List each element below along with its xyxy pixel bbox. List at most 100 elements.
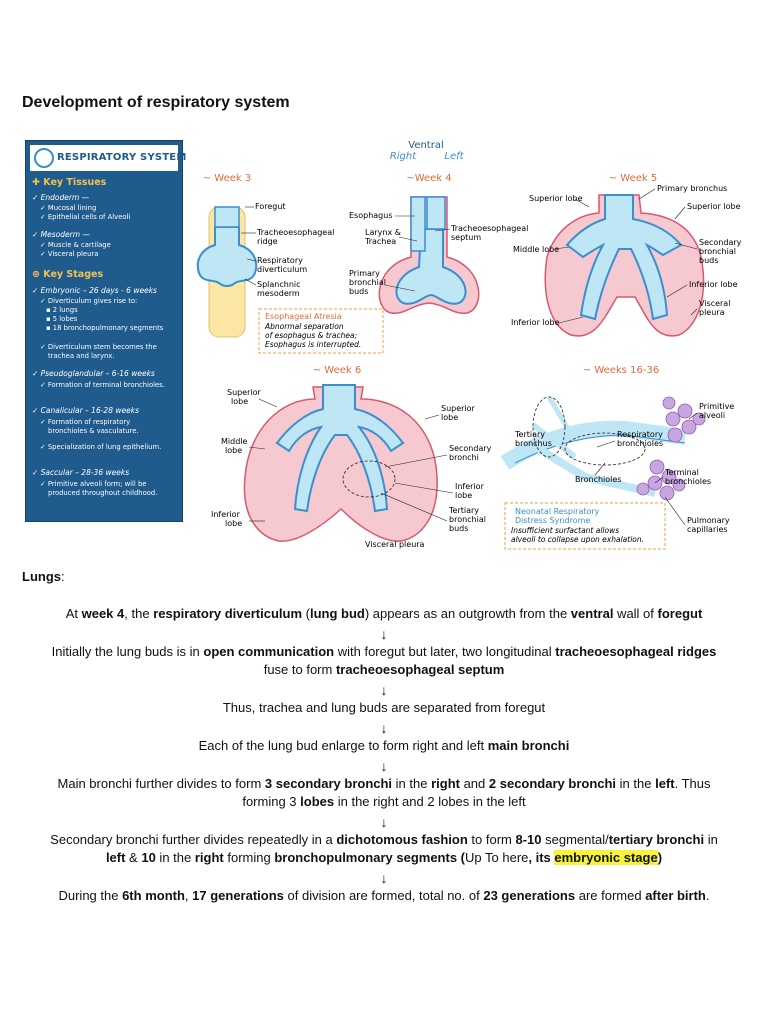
embryonic-stage-highlight: embryonic stage <box>554 850 658 865</box>
mesoderm-label: ✓ Mesoderm — <box>32 230 90 239</box>
paragraph-4: Each of the lung bud enlarge to form rig… <box>198 738 570 753</box>
week6-label: bronchial <box>449 515 486 524</box>
week16-label: bronchioles <box>617 439 663 448</box>
week6-label: Superior <box>227 388 262 397</box>
week16-title: ~ Weeks 16-36 <box>583 365 659 376</box>
week4-label: Primary <box>349 269 380 278</box>
stage-item: trachea and larynx. <box>48 352 115 360</box>
development-diagram: Ventral Right Left ~ Week 3 Foregut Trac… <box>196 140 742 550</box>
week4-label: buds <box>349 287 368 296</box>
respiratory-sidebar: RESPIRATORY SYSTEM ✚ Key Tissues ✓ Endod… <box>25 140 186 522</box>
lungs-label: Lungs: <box>22 569 65 584</box>
week6-label: lobe <box>231 397 248 406</box>
atresia-title: Esophageal Atresia <box>265 312 342 321</box>
week6-title: ~ Week 6 <box>313 365 362 376</box>
week6-label: lobe <box>455 491 472 500</box>
week16-leader-lines <box>594 412 698 526</box>
week5-label: Middle lobe <box>513 245 559 254</box>
week6-label: Superior <box>441 404 476 413</box>
week6-label: lobe <box>441 413 458 422</box>
week16-label: Bronchioles <box>575 475 621 484</box>
week5-label: Inferior lobe <box>689 280 738 289</box>
nrds-title: Distress Syndrome <box>515 516 590 525</box>
stage-embryonic: ✓ Embryonic – 26 days - 6 weeks <box>32 286 157 295</box>
stage-bullet: ▪ 18 bronchopulmonary segments <box>46 324 164 332</box>
page-title: Development of respiratory system <box>22 94 290 111</box>
flow-arrow: ↓ <box>380 758 388 774</box>
week6-label: Secondary <box>449 444 492 453</box>
stage-bullet: ▪ 2 lungs <box>46 306 78 314</box>
week6-label: Tertiary <box>448 506 479 515</box>
endoderm-label: ✓ Endoderm — <box>32 193 90 202</box>
week5-drawing <box>544 194 705 337</box>
week16-label: bronchus <box>515 439 552 448</box>
week16-label: alveoli <box>699 411 725 420</box>
paragraph-1: At week 4, the respiratory diverticulum … <box>65 606 703 621</box>
week4-label: Trachea <box>364 237 396 246</box>
week4-title: ~Week 4 <box>406 173 451 184</box>
flow-arrow: ↓ <box>380 682 388 698</box>
week3-title: ~ Week 3 <box>203 173 252 184</box>
week3-drawing <box>196 206 258 338</box>
paragraph-5: Main bronchi further divides to form 3 s… <box>57 776 711 809</box>
week4-label: Larynx & <box>365 228 401 237</box>
stage-item: bronchioles & vasculature. <box>48 427 139 435</box>
flow-arrow: ↓ <box>380 814 388 830</box>
atresia-line: Abnormal separation <box>264 322 344 331</box>
week16-label: bronchioles <box>665 477 711 486</box>
week5-title: ~ Week 5 <box>609 173 658 184</box>
week5-label: Superior lobe <box>529 194 583 203</box>
caduceus-icon <box>34 148 54 168</box>
endoderm-item: ✓ Epithelial cells of Alveoli <box>40 213 131 221</box>
week4-label: Esophagus <box>349 211 392 220</box>
ventral-label: Ventral <box>408 140 444 151</box>
mesoderm-item: ✓ Visceral pleura <box>40 250 99 258</box>
week3-label: Splanchnic <box>257 280 301 289</box>
week16-label: capillaries <box>687 525 728 534</box>
week3-label: Respiratory <box>257 256 303 265</box>
week5-label: bronchial <box>699 247 736 256</box>
esophageal-atresia-box <box>258 308 384 354</box>
week4-label: bronchial <box>349 278 386 287</box>
flow-arrow: ↓ <box>380 870 388 886</box>
week5-label: Visceral <box>699 299 730 308</box>
week5-label: Secondary <box>699 238 742 247</box>
paragraph-6: Secondary bronchi further divides repeat… <box>50 832 718 865</box>
nrds-title: Neonatal Respiratory <box>515 507 600 516</box>
week16-label: Tertiary <box>514 430 545 439</box>
key-stages-heading: ⊕ Key Stages <box>32 269 104 280</box>
week6-label: Inferior <box>211 510 241 519</box>
flow-arrow: ↓ <box>380 720 388 736</box>
stage-item: ✓ Formation of terminal bronchioles. <box>40 381 165 389</box>
week6-leader-lines <box>248 398 454 522</box>
week4-label: Tracheoesophageal <box>450 224 528 233</box>
respiratory-development-figure: RESPIRATORY SYSTEM ✚ Key Tissues ✓ Endod… <box>25 137 745 557</box>
week16-label: Pulmonary <box>687 516 730 525</box>
week5-leader-lines <box>554 188 698 324</box>
week3-label: mesoderm <box>257 289 300 298</box>
week3-label: ridge <box>257 237 278 246</box>
week5-label: Inferior lobe <box>511 318 560 327</box>
week4-drawing <box>378 196 480 314</box>
week6-label: Inferior <box>455 482 485 491</box>
stage-item: ✓ Diverticulum stem becomes the <box>40 343 157 351</box>
stage-pseudoglandular: ✓ Pseudoglandular – 6-16 weeks <box>32 369 155 378</box>
week6-label: lobe <box>225 446 242 455</box>
week5-label: Primary bronchus <box>657 184 727 193</box>
paragraph-2: Initially the lung buds is in open commu… <box>51 644 717 677</box>
left-label: Left <box>444 151 464 162</box>
week4-label: septum <box>451 233 481 242</box>
stage-item: ✓ Specialization of lung epithelium. <box>40 443 162 451</box>
nrds-line: alveoli to collapse upon exhalation. <box>511 535 644 544</box>
week3-leader-lines <box>241 206 257 286</box>
week5-label: pleura <box>699 308 725 317</box>
stage-item: ✓ Formation of respiratory <box>40 418 131 426</box>
week6-label: buds <box>449 524 468 533</box>
stage-saccular: ✓ Saccular – 28-36 weeks <box>32 468 130 477</box>
nrds-box <box>504 502 666 550</box>
week4-leader-lines <box>384 215 451 292</box>
week5-label: buds <box>699 256 718 265</box>
week16-label: Terminal <box>664 468 699 477</box>
mesoderm-item: ✓ Muscle & cartilage <box>40 241 111 249</box>
key-tissues-heading: ✚ Key Tissues <box>32 177 107 188</box>
